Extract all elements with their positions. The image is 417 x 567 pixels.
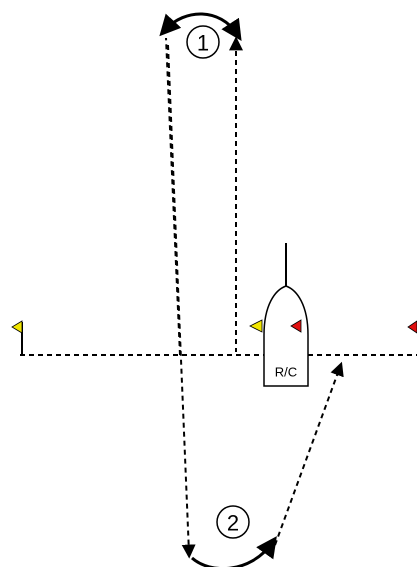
- right-edge-flag: [407, 320, 417, 334]
- boat-yellow-flag: [249, 319, 263, 333]
- mark-1-label: 1: [197, 31, 209, 56]
- boat-label: R/C: [275, 365, 297, 380]
- mark-1: 1: [186, 25, 220, 59]
- boat-hull: [263, 285, 309, 387]
- right-edge-red-flag: [407, 320, 417, 334]
- mark-2-rounding-arrow: [191, 536, 277, 567]
- mark-2-circle: [216, 505, 250, 539]
- leg-start-to-mark-1: [165, 37, 181, 356]
- mark-2: 2: [216, 505, 250, 539]
- committee-boat: R/C: [249, 243, 309, 387]
- mark-1-circle: [186, 25, 220, 59]
- pin-end-flag: [11, 320, 23, 356]
- mark-1-rounding-arrow: [159, 12, 242, 42]
- boat-red-flag: [290, 319, 302, 333]
- leg-to-mark-2: [167, 44, 196, 559]
- pin-flag-yellow: [11, 320, 23, 334]
- leg-mark-2-to-finish: [274, 361, 344, 546]
- mark-2-label: 2: [227, 511, 239, 536]
